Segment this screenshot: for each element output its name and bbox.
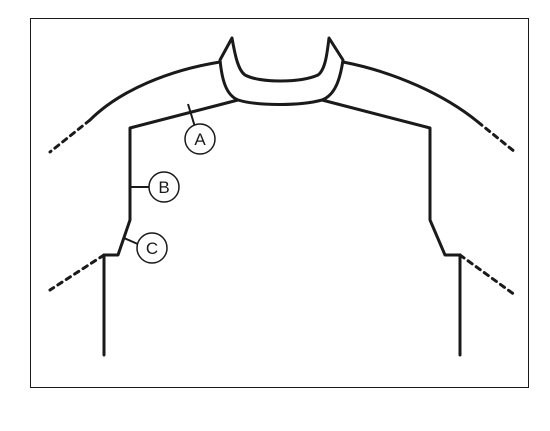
callout-a-label: A	[194, 130, 206, 149]
right-lower-sleeve-dashed	[458, 253, 517, 297]
left-lower-sleeve-dashed	[48, 253, 106, 292]
callout-c: C	[123, 232, 168, 264]
left-sleeve-dashed	[48, 118, 92, 154]
callout-a: A	[184, 103, 216, 155]
collar-outer	[218, 36, 345, 106]
callout-c-label: C	[146, 239, 158, 258]
right-raglan-seam	[341, 60, 480, 124]
left-raglan-seam	[88, 60, 222, 122]
right-sleeve-dashed	[476, 120, 517, 154]
callout-b-label: B	[158, 178, 169, 197]
right-armhole-line	[320, 98, 462, 257]
left-armhole-line	[102, 98, 240, 257]
callout-b: B	[130, 171, 180, 203]
diagram-frame	[30, 18, 529, 388]
